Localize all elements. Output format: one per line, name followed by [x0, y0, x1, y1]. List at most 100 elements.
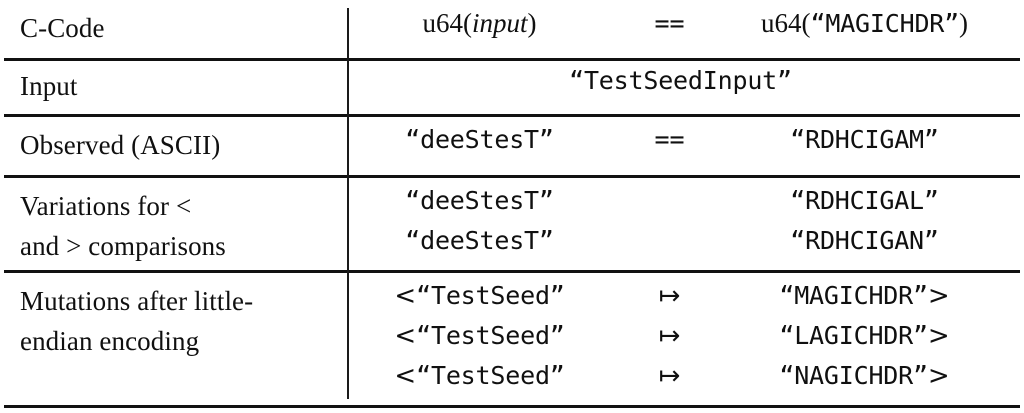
table-row-observed-ascii: Observed (ASCII) “deeStesT” == “RDHCIGAM… — [0, 125, 1024, 165]
open-quote: “ — [790, 226, 806, 255]
mutation-left-literal: TestSeed — [430, 281, 550, 310]
open-quote: “ — [779, 281, 795, 310]
right-expression: “MAGICHDR”> — [727, 281, 1024, 311]
open-quote: “ — [416, 361, 431, 390]
table-row-variations: Variations for < and > comparisons “deeS… — [0, 186, 1024, 266]
right-expression: “NAGICHDR”> — [727, 361, 1024, 391]
expression-line: “deeStesT” == “RDHCIGAM” — [347, 125, 1024, 165]
row-body-input: “TestSeedInput” — [347, 66, 1024, 106]
rule-after-ccode — [4, 114, 1020, 117]
right-expression: u64(“MAGICHDR”) — [727, 8, 1024, 39]
input-value: “TestSeedInput” — [347, 66, 1024, 106]
row-label-line: endian encoding — [20, 326, 200, 356]
comparison-operator: == — [654, 9, 685, 38]
column-separator — [347, 8, 349, 399]
u64-prefix: u64( — [760, 8, 811, 38]
close-quote: ” — [923, 226, 939, 255]
u64-suffix: ) — [527, 8, 537, 38]
left-expression: u64(input) — [347, 8, 612, 39]
input-literal: TestSeedInput — [583, 66, 778, 95]
mutation-right-literal: MAGICHDR — [794, 281, 913, 310]
open-quote: “ — [416, 321, 431, 350]
expression-line: <“TestSeed” ↦ “MAGICHDR”> — [347, 281, 1024, 321]
row-label-line: Input — [20, 71, 78, 101]
row-label-line: C-Code — [20, 13, 105, 43]
left-expression: <“TestSeed” — [347, 361, 612, 391]
close-quote: ” — [549, 281, 565, 310]
close-quote: ” — [538, 226, 554, 255]
top-rule — [4, 58, 1020, 61]
magic-literal: MAGICHDR — [825, 9, 945, 38]
left-expression: “deeStesT” — [347, 125, 612, 154]
row-body-variations: “deeStesT” “RDHCIGAL” “deeStesT” “RDHCIG… — [347, 186, 1024, 266]
open-quote: “ — [405, 226, 421, 255]
close-quote: ” — [923, 186, 939, 215]
close-quote: ” — [549, 361, 565, 390]
open-quote: “ — [790, 186, 806, 215]
right-expression: “RDHCIGAM” — [727, 125, 1024, 154]
row-label-observed-ascii: Observed (ASCII) — [0, 125, 347, 165]
expression-line: <“TestSeed” ↦ “NAGICHDR”> — [347, 361, 1024, 401]
close-quote: ” — [944, 9, 960, 38]
observed-left-literal: deeStesT — [420, 125, 539, 154]
expression-line: u64(input) == u64(“MAGICHDR”) — [347, 8, 1024, 48]
u64-suffix: ) — [959, 8, 969, 38]
right-expression: “RDHCIGAL” — [727, 186, 1024, 215]
angle-open-icon: < — [394, 281, 417, 311]
left-expression: “deeStesT” — [347, 226, 612, 255]
rule-after-observed — [4, 270, 1020, 273]
row-label-line: Mutations after little- — [20, 286, 254, 316]
close-quote: ” — [913, 361, 928, 390]
left-expression: <“TestSeed” — [347, 281, 612, 311]
mutation-left-literal: TestSeed — [430, 361, 550, 390]
row-label-line: Variations for < — [20, 191, 192, 221]
row-label-line: and > comparisons — [20, 231, 226, 261]
expression-line: “deeStesT” “RDHCIGAN” — [347, 226, 1024, 266]
open-quote: “ — [779, 361, 795, 390]
open-quote: “ — [405, 186, 421, 215]
open-quote: “ — [790, 125, 806, 154]
open-quote: “ — [405, 125, 421, 154]
rule-after-input — [4, 175, 1020, 178]
open-quote: “ — [416, 281, 431, 310]
table-row-input: Input “TestSeedInput” — [0, 66, 1024, 106]
table-row-mutations: Mutations after little- endian encoding … — [0, 281, 1024, 401]
variation-right-literal: RDHCIGAN — [805, 226, 924, 255]
mutation-right-literal: LAGICHDR — [794, 321, 913, 350]
open-quote: “ — [569, 66, 584, 95]
row-body-mutations: <“TestSeed” ↦ “MAGICHDR”> <“TestSeed” ↦ … — [347, 281, 1024, 401]
row-label-mutations: Mutations after little- endian encoding — [0, 281, 347, 361]
mapsto-icon: ↦ — [658, 361, 681, 391]
angle-close-icon: > — [927, 321, 950, 351]
expression-line: <“TestSeed” ↦ “LAGICHDR”> — [347, 321, 1024, 361]
angle-open-icon: < — [394, 361, 417, 391]
close-quote: ” — [923, 125, 939, 154]
row-label-c-code: C-Code — [0, 8, 347, 48]
row-label-input: Input — [0, 66, 347, 106]
variation-left-literal: deeStesT — [420, 186, 539, 215]
close-quote: ” — [549, 321, 565, 350]
open-quote: “ — [810, 9, 826, 38]
input-arg: input — [471, 8, 528, 38]
mapsto-icon: ↦ — [658, 281, 681, 311]
table-row-c-code: C-Code u64(input) == u64(“MAGICHDR”) — [0, 8, 1024, 48]
row-body-observed-ascii: “deeStesT” == “RDHCIGAM” — [347, 125, 1024, 165]
row-label-variations: Variations for < and > comparisons — [0, 186, 347, 266]
bottom-rule — [4, 405, 1020, 408]
variation-right-literal: RDHCIGAL — [805, 186, 924, 215]
row-label-line: Observed (ASCII) — [20, 130, 221, 160]
angle-close-icon: > — [927, 281, 950, 311]
close-quote: ” — [777, 66, 792, 95]
u64-prefix: u64( — [422, 8, 472, 38]
mutation-right-literal: NAGICHDR — [794, 361, 913, 390]
left-expression: “deeStesT” — [347, 186, 612, 215]
angle-open-icon: < — [394, 321, 417, 351]
close-quote: ” — [913, 321, 928, 350]
expression-line: “deeStesT” “RDHCIGAL” — [347, 186, 1024, 226]
close-quote: ” — [913, 281, 928, 310]
right-expression: “LAGICHDR”> — [727, 321, 1024, 351]
close-quote: ” — [538, 186, 554, 215]
variation-left-literal: deeStesT — [420, 226, 539, 255]
row-body-c-code: u64(input) == u64(“MAGICHDR”) — [347, 8, 1024, 48]
